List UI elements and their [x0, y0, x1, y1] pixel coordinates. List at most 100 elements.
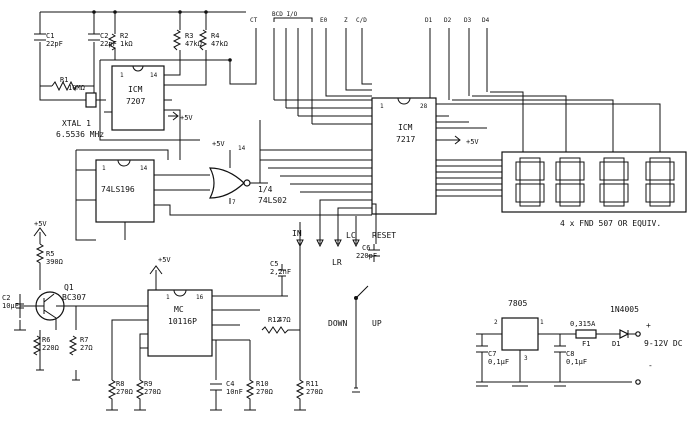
- r9-value: 270Ω: [144, 388, 161, 396]
- display-segment: [599, 161, 605, 181]
- reg-pin1: 1: [540, 319, 544, 326]
- c2-value: 22pF: [100, 40, 117, 48]
- display-caption: 4 x FND 507 OR EQUIV.: [560, 219, 661, 228]
- display-segment: [649, 179, 671, 185]
- label-in: IN: [292, 229, 302, 238]
- label-d2: D2: [444, 17, 452, 24]
- reg-pin3: 3: [524, 355, 528, 362]
- r3-value: 47kΩ: [185, 40, 202, 48]
- vin-range: 9-12V DC: [644, 339, 683, 348]
- vin-plus: +: [646, 321, 651, 330]
- display-segment: [669, 161, 675, 181]
- reg-pin2: 2: [494, 319, 498, 326]
- label-lc: LC: [346, 231, 356, 240]
- ls196-name: 74LS196: [101, 185, 135, 194]
- label-up: UP: [372, 319, 382, 328]
- mc-name: MC: [174, 305, 184, 314]
- c4-label: C4: [226, 380, 234, 388]
- display-segment: [599, 183, 605, 203]
- c8-value: 0,1µF: [566, 358, 587, 366]
- power-supply: 7805 2 1 3 C7 0,1µF C8 0,1µF 0,315A F1 1…: [476, 299, 683, 385]
- display-digit: [645, 157, 675, 207]
- display-segment: [603, 179, 625, 185]
- display-segment: [539, 183, 545, 203]
- display-segment: [603, 201, 625, 207]
- display-segment: [515, 183, 521, 203]
- c8-label: C8: [566, 350, 574, 358]
- pullup-resistors: R2 1kΩ R3 47kΩ R4 47kΩ: [120, 10, 228, 70]
- ic7207-name: ICM: [128, 85, 143, 94]
- display-segment: [555, 183, 561, 203]
- label-d4: D4: [482, 17, 490, 24]
- r1-value: 10MΩ: [68, 84, 85, 92]
- mc-number: 10116P: [168, 317, 197, 326]
- regulator-type: 7805: [508, 299, 527, 308]
- r11-value: 270Ω: [306, 388, 323, 396]
- r8-value: 270Ω: [116, 388, 133, 396]
- display-segment: [555, 161, 561, 181]
- vcc-7207: +5V: [180, 114, 193, 122]
- c7-label: C7: [488, 350, 496, 358]
- display-segment: [559, 179, 581, 185]
- c5-value: 2,2nF: [270, 268, 291, 276]
- bottom-resistors: R8 270Ω R9 270Ω C4 10nF R10 270Ω R11 270…: [106, 340, 323, 411]
- display-segment: [669, 183, 675, 203]
- display-segment: [519, 201, 541, 207]
- display-segment: [623, 161, 629, 181]
- ic-74ls196: 1 14 74LS196: [75, 149, 372, 241]
- r1-label: R1: [60, 76, 68, 84]
- fuse-label: F1: [582, 340, 590, 348]
- nor-gate: +5V 14 7 1/4 74LS02: [209, 120, 287, 206]
- gate-name: 74LS02: [258, 196, 287, 205]
- r10-label: R10: [256, 380, 269, 388]
- gate-pin7: 7: [232, 199, 236, 206]
- label-z: Z: [344, 17, 348, 24]
- c2-label: C2: [100, 32, 108, 40]
- r11-label: R11: [306, 380, 319, 388]
- display-segment: [559, 201, 581, 207]
- r9-label: R9: [144, 380, 152, 388]
- gate-pin14: 14: [238, 145, 246, 152]
- xtal-frequency: 6.5536 MHz: [56, 130, 104, 139]
- r10-value: 270Ω: [256, 388, 273, 396]
- label-reset: RESET: [372, 231, 396, 240]
- xtal-label: XTAL 1: [62, 119, 91, 128]
- seven-segment-display: 4 x FND 507 OR EQUIV.: [501, 151, 687, 228]
- diode-label: D1: [612, 340, 620, 348]
- display-segment: [649, 157, 671, 163]
- ls196-pin1: 1: [102, 165, 106, 172]
- display-segment: [579, 161, 585, 181]
- display-segment: [515, 161, 521, 181]
- display-segment: [579, 183, 585, 203]
- control-inputs: IN LR LC RESET C6 220pF DOWN UP: [292, 199, 396, 388]
- ls196-pin14: 14: [140, 165, 148, 172]
- ic7217-pin1: 1: [380, 103, 384, 110]
- r12-label: R12: [268, 316, 281, 324]
- display-segment: [645, 161, 651, 181]
- vcc-q1: +5V: [34, 220, 47, 228]
- r5-value: 390Ω: [46, 258, 63, 266]
- r6-value: 220Ω: [42, 344, 59, 352]
- display-digit: [599, 157, 629, 207]
- c2-q1-value: 10µF: [2, 302, 19, 310]
- ic7217-name: ICM: [398, 123, 413, 132]
- transistor-stage: +5V R5 390Ω Q1 BC307 C2 10µF R6 220Ω R7 …: [2, 220, 148, 381]
- label-e0: E0: [320, 17, 328, 24]
- ic7207-number: 7207: [126, 97, 145, 106]
- mc-pin1: 1: [166, 294, 170, 301]
- r7-label: R7: [80, 336, 88, 344]
- vcc-mc: +5V: [158, 256, 171, 264]
- ground-symbols: [352, 385, 566, 393]
- r12-value: 47Ω: [278, 316, 291, 324]
- ic7207-pin14: 14: [150, 72, 158, 79]
- ic7207-pin1: 1: [120, 72, 124, 79]
- display-segment: [645, 183, 651, 203]
- display-segment: [519, 157, 541, 163]
- r8-label: R8: [116, 380, 124, 388]
- vin-minus: -: [648, 361, 653, 370]
- r3-label: R3: [185, 32, 193, 40]
- r2-label: R2: [120, 32, 128, 40]
- r4-value: 47kΩ: [211, 40, 228, 48]
- ic7217-pin28: 28: [420, 103, 428, 110]
